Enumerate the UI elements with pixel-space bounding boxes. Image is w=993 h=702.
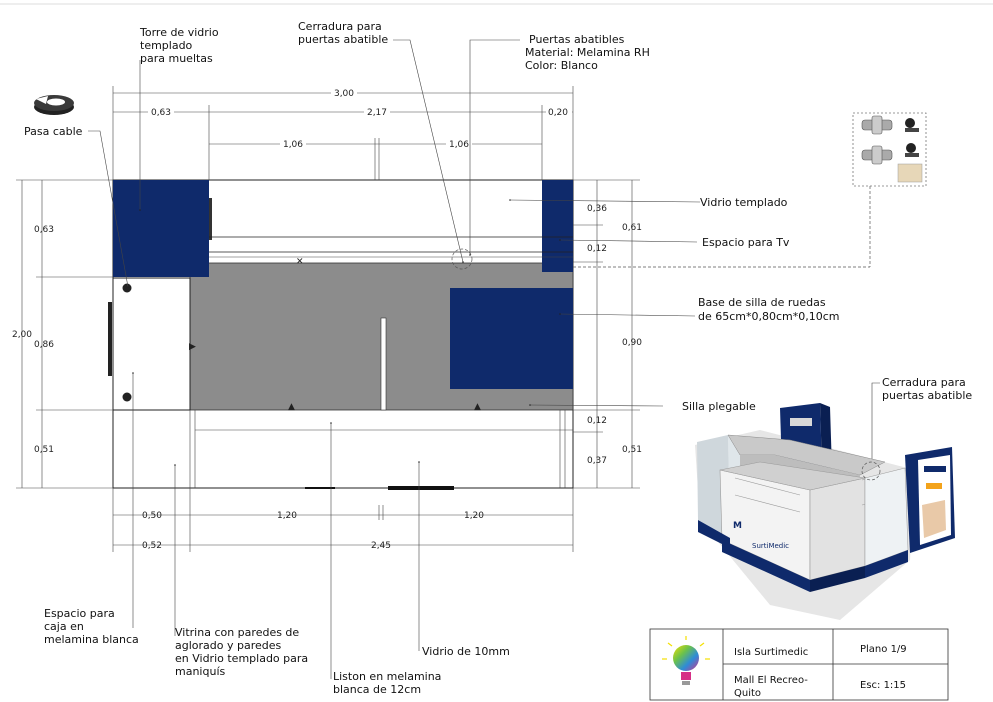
svg-text:M: M [733, 521, 742, 531]
svg-text:✕: ✕ [296, 257, 304, 267]
cash-box-area [112, 277, 191, 411]
label-vidrio-templado: Vidrio templado [700, 196, 788, 209]
label-puertas-3: Color: Blanco [525, 59, 598, 72]
pasa-cable-hole [122, 283, 132, 293]
label-liston-2: blanca de 12cm [333, 683, 421, 696]
dim-bot-052: 0,52 [142, 541, 162, 551]
label-puertas-2: Material: Melamina RH [525, 46, 650, 59]
label-cerradura-top-1: Cerradura para [298, 20, 382, 33]
dim-r-051: 0,51 [622, 445, 642, 455]
dim-top-right: 0,20 [548, 108, 568, 118]
svg-text:Surti: Surti [928, 458, 942, 465]
title-scale: Esc: 1:15 [860, 680, 906, 691]
label-espacio-tv: Espacio para Tv [702, 236, 790, 249]
annotation-labels: Torre de vidrio templado para mueltas Ce… [24, 20, 972, 696]
label-espacio-caja-1: Espacio para [44, 607, 115, 620]
dim-top-mid: 2,17 [367, 108, 387, 118]
label-vitrina-1: Vitrina con paredes de [175, 626, 299, 639]
dim-left-bot: 0,51 [34, 445, 54, 455]
label-cerradura-top-2: puertas abatible [298, 33, 388, 46]
dim-bot-120a: 1,20 [277, 511, 297, 521]
title-sheet: Plano 1/9 [860, 644, 907, 655]
label-vitrina-4: maniquís [175, 665, 225, 678]
label-espacio-caja-2: caja en [44, 620, 84, 633]
dim-top-left: 0,63 [151, 108, 171, 118]
dim-r-090: 0,90 [622, 338, 642, 348]
svg-text:▶: ▶ [189, 342, 196, 352]
dim-left-total: 2,00 [12, 330, 32, 340]
dim-inner-right: 1,06 [449, 140, 469, 150]
title-project: Isla Surtimedic [734, 647, 808, 658]
label-silla-plegable: Silla plegable [682, 400, 756, 413]
dim-left-mid: 0,86 [34, 340, 54, 350]
dim-r-012a: 0,12 [587, 244, 607, 254]
pasa-cable-hole [122, 392, 132, 402]
dim-top-total: 3,00 [334, 89, 354, 99]
label-vidrio-10mm: Vidrio de 10mm [422, 645, 510, 658]
tv-column-block [542, 180, 573, 272]
label-pasa-cable: Pasa cable [24, 125, 83, 138]
dim-bot-050: 0,50 [142, 511, 162, 521]
leader-lines [88, 39, 880, 679]
label-torre-2: templado [140, 39, 193, 52]
kiosk-3d-render: M SurtiMedic Surti [695, 403, 955, 620]
label-base-silla-2: de 65cm*0,80cm*0,10cm [698, 310, 840, 323]
svg-text:▲: ▲ [474, 402, 481, 412]
dim-bot-245: 2,45 [371, 541, 391, 551]
label-vitrina-3: en Vidrio templado para [175, 652, 308, 665]
plan-view: ✕ ▲ ▲ ▶ [108, 179, 871, 490]
dim-bot-120b: 1,20 [464, 511, 484, 521]
dimension-lines: 3,00 0,63 2,17 0,20 1,06 1,06 2,00 0,63 … [12, 86, 642, 552]
lightbulb-logo-icon [662, 636, 710, 685]
label-cerradura-right-1: Cerradura para [882, 376, 966, 389]
label-espacio-caja-3: melamina blanca [44, 633, 139, 646]
glass-tower-block [113, 180, 209, 277]
dim-r-061: 0,61 [622, 223, 642, 233]
label-cerradura-right-2: puertas abatible [882, 389, 972, 402]
title-location-1: Mall El Recreo- [734, 675, 808, 686]
svg-text:▲: ▲ [288, 402, 295, 412]
lock-hardware-icon [852, 112, 927, 187]
label-liston-1: Liston en melamina [333, 670, 441, 683]
title-block: Isla Surtimedic Mall El Recreo- Quito Pl… [649, 628, 949, 701]
label-puertas-1: Puertas abatibles [529, 33, 625, 46]
dim-r-012b: 0,12 [587, 416, 607, 426]
dim-left-top: 0,63 [34, 225, 54, 235]
label-vitrina-2: aglorado y paredes [175, 639, 282, 652]
label-torre-3: para mueltas [140, 52, 213, 65]
label-torre-1: Torre de vidrio [139, 26, 219, 39]
wheelchair-base-block [450, 288, 573, 389]
label-base-silla-1: Base de silla de ruedas [698, 296, 826, 309]
title-location-2: Quito [734, 688, 761, 699]
dim-inner-left: 1,06 [283, 140, 303, 150]
render-brand-label: SurtiMedic [752, 542, 789, 550]
dim-r-036: 0,36 [587, 204, 607, 214]
lock-location-circle [451, 248, 473, 270]
pasa-cable-icon [34, 95, 74, 115]
dim-r-037: 0,37 [587, 456, 607, 466]
